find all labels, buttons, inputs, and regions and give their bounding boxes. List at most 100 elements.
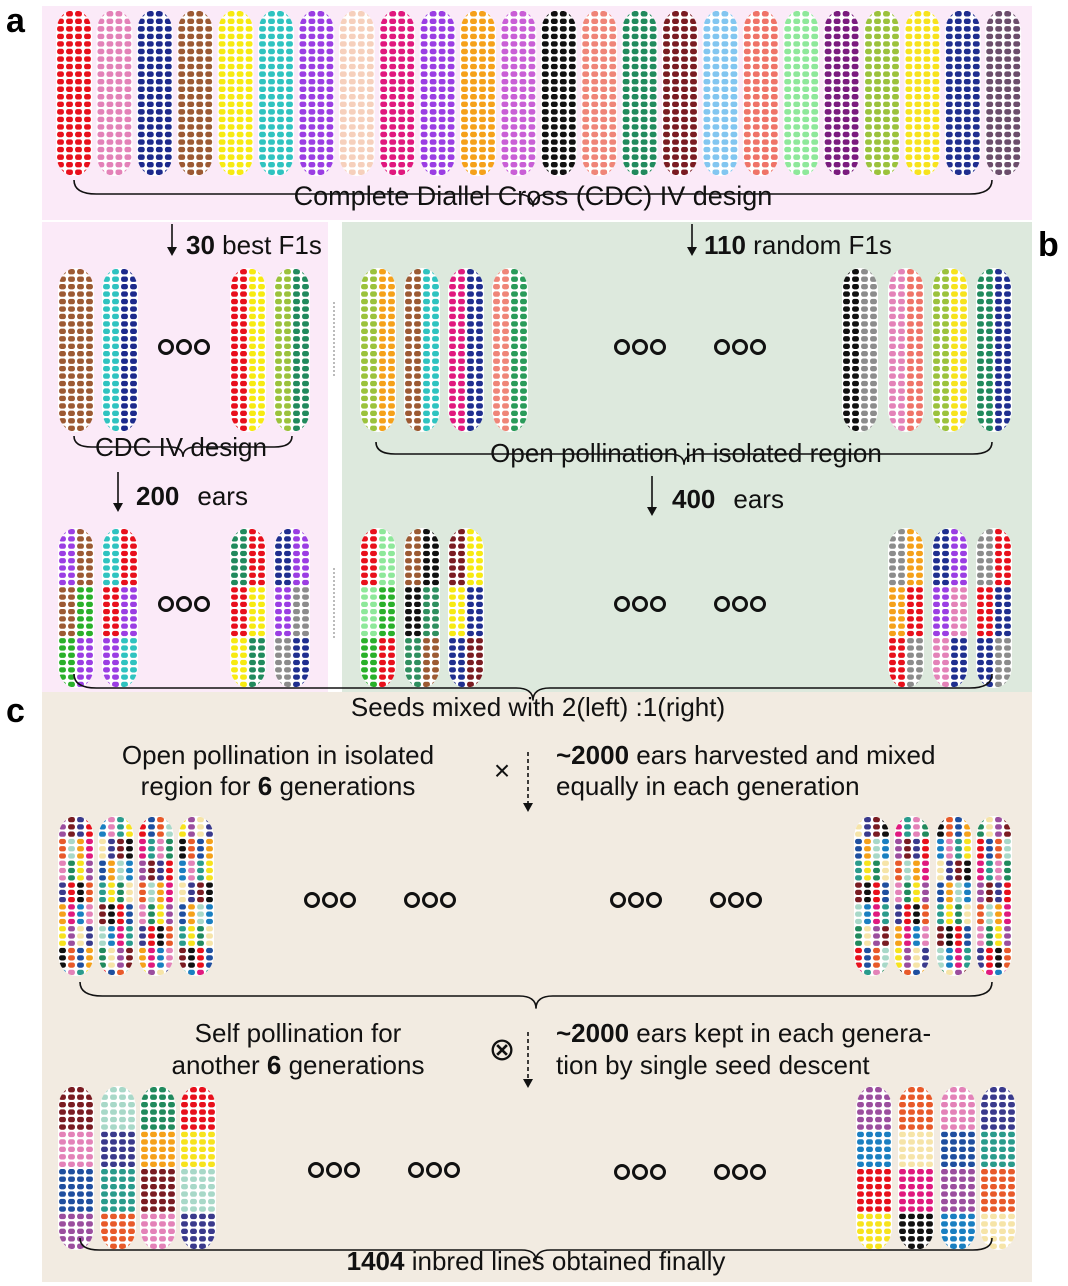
parent-ear-11 <box>460 10 496 176</box>
left-ears-count: 200 ears <box>136 481 248 511</box>
parent-ear-3 <box>136 10 173 176</box>
left-f1-ellipsis <box>158 339 210 355</box>
ellipsis-dots-layer <box>158 339 766 1180</box>
right-f1-ellipsis-2 <box>714 339 766 355</box>
open-six-pre: region for <box>141 771 258 801</box>
inbred-ear-left-1 <box>58 1086 94 1250</box>
left-mixed-ear-2 <box>102 528 138 688</box>
left-mixed-ear-1 <box>58 528 94 688</box>
right-f1-ear-5 <box>842 268 878 432</box>
arrow-right-400-ears <box>647 476 657 516</box>
inbred-ellipsis-4 <box>714 1164 766 1180</box>
right-mixed-ear-4 <box>888 528 924 688</box>
parent-ear-9 <box>379 10 416 176</box>
left-f1-ear-3 <box>230 268 266 432</box>
arrows-layer <box>113 224 697 1088</box>
panel-letter-b: b <box>1038 226 1059 264</box>
inbred-ellipsis-2 <box>408 1162 460 1178</box>
arrow-self-pollination-generations <box>523 1032 533 1088</box>
self-pre: another <box>172 1050 267 1080</box>
best-f1s-text: best F1s <box>215 230 322 260</box>
right-mixed-ear-2 <box>404 528 440 688</box>
right-mixed-ellipsis-1 <box>614 596 666 612</box>
random-mated-ear-left-3 <box>138 816 174 976</box>
parent-ear-10 <box>419 10 456 176</box>
harvest-number: ~2000 <box>556 740 629 770</box>
random-f1s-number: 110 <box>704 230 746 260</box>
right-f1-ear-6 <box>888 268 924 432</box>
harvest-line1-text: ears harvested and mixed <box>629 740 935 770</box>
open-six-generations-line1: Open pollination in isolated <box>122 740 434 770</box>
best-f1s-label: 30 best F1s <box>186 230 322 260</box>
kept-number: ~2000 <box>556 1018 629 1048</box>
random-mated-ear-right-1 <box>854 816 890 976</box>
right-f1-ear-1 <box>360 268 396 432</box>
parent-ear-15 <box>621 10 658 176</box>
right-f1-ear-2 <box>404 268 440 432</box>
kept-line2: tion by single seed descent <box>556 1050 870 1080</box>
cdc-short-brace <box>73 435 293 457</box>
selfing-symbol: ⊗ <box>489 1031 516 1067</box>
kept-line1: ~2000 ears kept in each genera- <box>556 1018 931 1048</box>
parent-ear-6 <box>258 10 294 176</box>
braces-layer <box>73 179 993 1261</box>
random-mating-brace <box>79 981 993 1009</box>
self-number: 6 <box>267 1050 281 1080</box>
parent-ear-1 <box>56 10 92 176</box>
left-mixed-ear-3 <box>230 528 266 688</box>
parent-ear-5 <box>217 10 254 176</box>
panel-letter-a: a <box>6 2 26 40</box>
random-f1s-text: random F1s <box>746 230 892 260</box>
self-post: generations <box>281 1050 424 1080</box>
right-mixed-ellipsis-2 <box>714 596 766 612</box>
parent-ear-23 <box>944 10 981 176</box>
right-mixed-ear-6 <box>976 528 1012 688</box>
parent-ear-2 <box>96 10 133 176</box>
seeds-mixed-label: Seeds mixed with 2(left) :1(right) <box>351 692 725 722</box>
left-mixed-ellipsis <box>158 596 210 612</box>
arrow-best-f1s <box>167 224 177 256</box>
random-mated-ear-left-2 <box>98 816 134 976</box>
harvest-line1: ~2000 ears harvested and mixed <box>556 740 935 770</box>
right-f1-ear-8 <box>976 268 1012 432</box>
right-f1-ear-3 <box>448 268 484 432</box>
parent-ear-17 <box>702 10 739 176</box>
parent-ear-4 <box>177 10 214 176</box>
parent-ear-7 <box>298 10 335 176</box>
final-text: inbred lines obtained finally <box>404 1246 725 1276</box>
parent-ear-21 <box>864 10 900 176</box>
final-inbred-lines-label: 1404 inbred lines obtained finally <box>347 1246 726 1276</box>
open-pollination-isolated-label: Open pollination in isolated region <box>490 438 882 468</box>
self-pollination-line2: another 6 generations <box>172 1050 425 1080</box>
parent-ear-24 <box>985 10 1022 176</box>
inbred-ear-left-2 <box>100 1086 136 1250</box>
final-number: 1404 <box>347 1246 405 1276</box>
inbred-ellipsis-3 <box>614 1164 666 1180</box>
random-mated-ear-right-3 <box>936 816 972 976</box>
parent-ear-16 <box>662 10 698 176</box>
random-mated-ellipsis-1 <box>304 892 356 908</box>
random-mated-ellipsis-4 <box>710 892 762 908</box>
inbred-ear-right-3 <box>940 1086 976 1250</box>
open-six-generations-line2: region for 6 generations <box>141 771 416 801</box>
best-f1s-number: 30 <box>186 230 215 260</box>
right-mixed-ear-1 <box>360 528 396 688</box>
parent-ear-8 <box>338 10 375 176</box>
open-six-number: 6 <box>258 771 272 801</box>
self-pollination-line1: Self pollination for <box>195 1018 402 1048</box>
right-f1-ellipsis-1 <box>614 339 666 355</box>
left-ears-text: ears <box>197 481 248 511</box>
left-f1-ear-1 <box>58 268 94 432</box>
left-ears-number: 200 <box>136 481 179 511</box>
cdc-design-title: Complete Diallel Cross (CDC) IV design <box>294 181 773 211</box>
arrow-random-f1s <box>687 224 697 256</box>
arrow-open-pollination-generations <box>523 752 533 812</box>
seeds-mixed-brace <box>73 673 993 701</box>
parent-ear-20 <box>823 10 860 176</box>
left-f1-ear-2 <box>102 268 138 432</box>
random-f1s-label: 110 random F1s <box>704 230 892 260</box>
inbred-ear-right-4 <box>980 1086 1016 1250</box>
kept-line1-text: ears kept in each genera- <box>629 1018 931 1048</box>
